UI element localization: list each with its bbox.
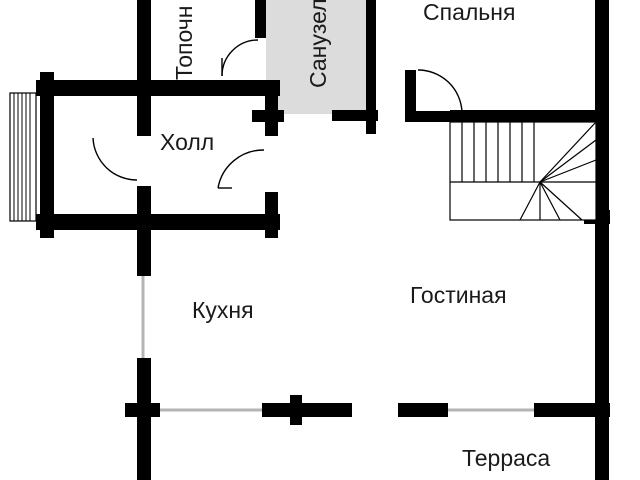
- staircase: [449, 121, 597, 221]
- door-hall-kitchen: [217, 149, 265, 189]
- room-label-sanuzel: Санузел: [305, 0, 331, 88]
- door-hall-entrance: [92, 137, 138, 181]
- wall-terrace-right-b: [534, 403, 610, 417]
- wall-bedroom-bottom-right: [405, 111, 463, 122]
- wall-hall-left: [40, 80, 54, 230]
- wall-topochnaya-left: [137, 0, 151, 82]
- wall-terrace-right-a: [398, 403, 448, 417]
- walls: [36, 0, 610, 480]
- room-label-spalnya: Спальня: [423, 0, 515, 25]
- wall-hall-bottom-post: [40, 206, 54, 238]
- wall-hall-kitchen-top: [137, 80, 151, 136]
- wall-hall-bottom: [36, 214, 280, 230]
- room-label-kuhnya: Кухня: [192, 297, 254, 323]
- wall-bedroom-bottom-left: [332, 110, 378, 121]
- wall-terrace-mid-post: [290, 395, 302, 425]
- porch-steps: [9, 92, 37, 222]
- wall-terrace-mid: [262, 403, 352, 417]
- room-label-gostinaya: Гостиная: [410, 282, 507, 308]
- door-topochnaya: [221, 39, 259, 77]
- room-label-topochnaya: Топочн: [171, 6, 197, 80]
- wall-terrace-left-cap: [125, 403, 160, 417]
- wall-hall-right-top: [265, 80, 278, 136]
- door-bedroom: [417, 69, 463, 113]
- wall-bathroom-bedroom: [366, 0, 376, 134]
- wall-bedroom-bottom-stub: [405, 70, 416, 122]
- wall-hall-top: [36, 80, 280, 96]
- room-label-terrasa: Терраса: [462, 445, 550, 471]
- wall-right-exterior: [595, 0, 609, 480]
- wall-hall-right-bottom: [265, 192, 278, 238]
- bathroom-area: [266, 0, 366, 114]
- doors: [92, 39, 463, 189]
- room-label-holl: Холл: [160, 129, 214, 155]
- wall-hall-kitchen-bottom: [137, 186, 151, 276]
- wall-kitchen-lower-left: [137, 358, 151, 480]
- wall-topochnaya-bathroom: [255, 0, 266, 38]
- wall-stair-top: [450, 110, 602, 122]
- wall-hall-right-cross: [252, 110, 284, 122]
- windows: [141, 275, 534, 412]
